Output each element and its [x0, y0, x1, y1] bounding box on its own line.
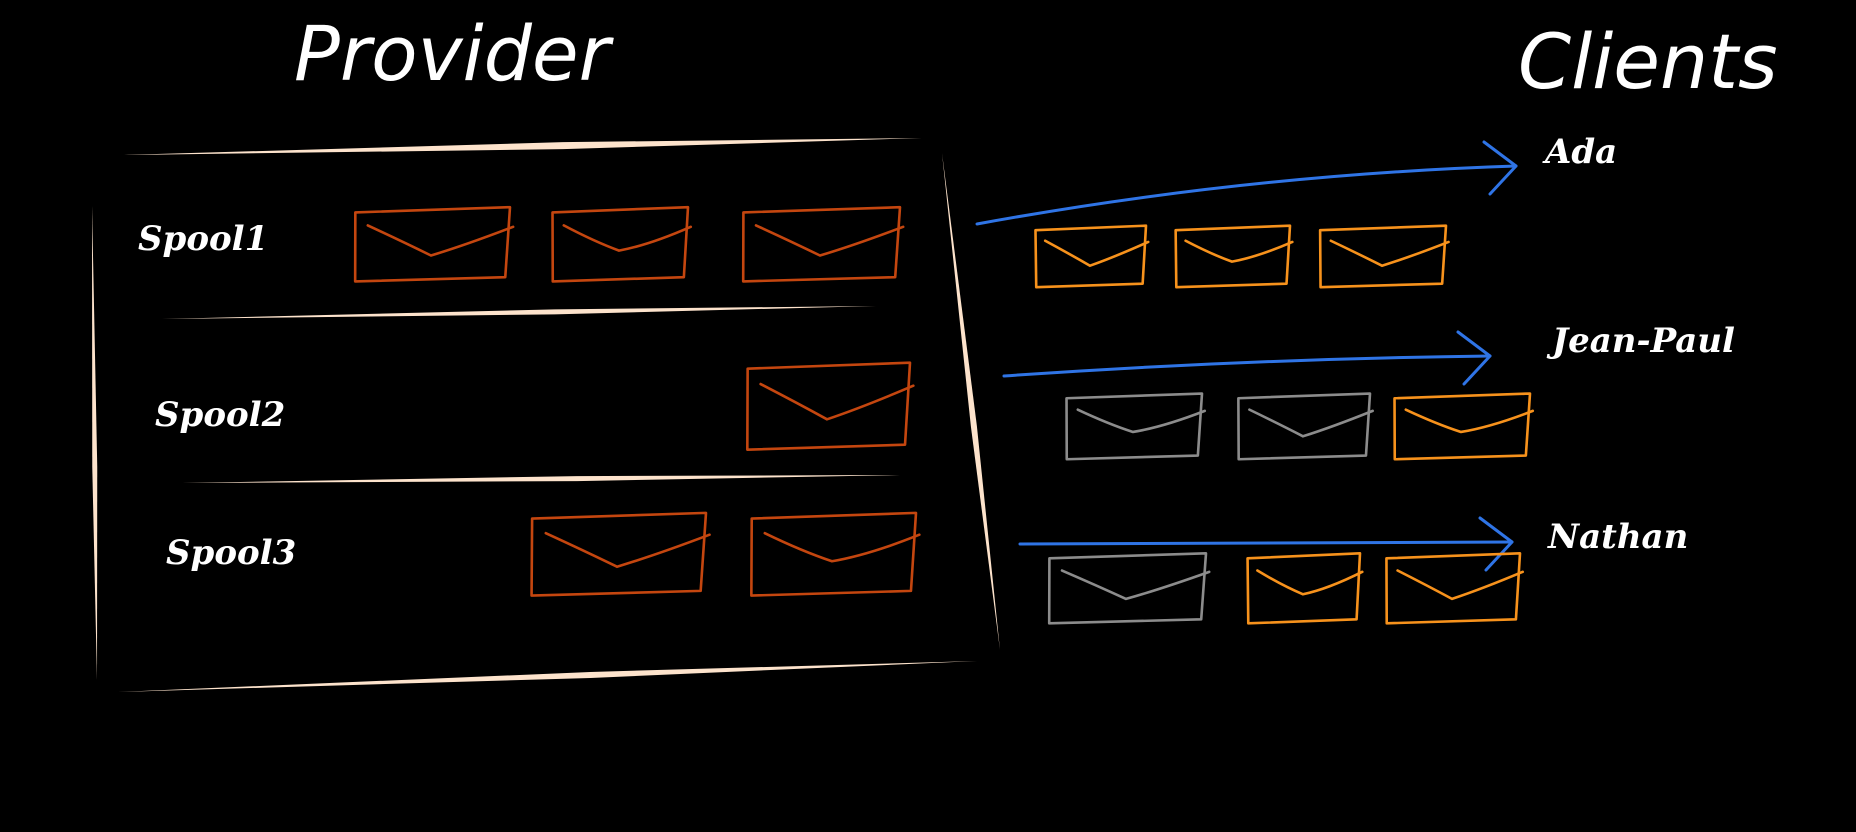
- spool1-envelope-icon: [741, 205, 905, 283]
- client-nathan-label: Nathan: [1548, 517, 1689, 557]
- client-1-envelope-icon: [1318, 224, 1450, 289]
- client-1-envelope-icon: [1034, 224, 1150, 289]
- client-3-envelope-icon: [1246, 552, 1364, 625]
- client-ada-label: Ada: [1545, 132, 1618, 172]
- arrow-right-icon: [1018, 516, 1514, 572]
- client-2-envelope-icon: [1393, 392, 1535, 461]
- spool3-label: Spool3: [166, 533, 297, 573]
- provider-title: Provider: [294, 9, 610, 98]
- provider-frame-top: [124, 138, 922, 155]
- spool-divider-1: [162, 306, 876, 319]
- client-1-envelope-icon: [1174, 224, 1294, 289]
- arrow-right-icon: [1002, 330, 1492, 386]
- spool1-envelope-icon: [551, 205, 693, 283]
- spool3-envelope-icon: [750, 511, 921, 597]
- client-2-envelope-icon: [1065, 392, 1207, 461]
- arrow-right-icon: [975, 140, 1518, 226]
- spool2-label: Spool2: [155, 395, 286, 435]
- client-2-envelope-icon: [1237, 392, 1374, 461]
- client-jean-paul-label: Jean-Paul: [1552, 321, 1735, 361]
- spool2-envelope-icon: [746, 361, 915, 451]
- spool1-label: Spool1: [138, 219, 269, 259]
- provider-frame-left: [92, 206, 98, 680]
- spool1-envelope-icon: [353, 205, 515, 283]
- provider-frame-bottom: [118, 661, 977, 692]
- client-3-envelope-icon: [1385, 552, 1525, 625]
- provider-frame-right: [942, 153, 1000, 650]
- spool3-envelope-icon: [530, 511, 711, 597]
- spool-divider-2: [182, 475, 900, 483]
- clients-title: Clients: [1518, 17, 1778, 106]
- client-3-envelope-icon: [1047, 552, 1211, 625]
